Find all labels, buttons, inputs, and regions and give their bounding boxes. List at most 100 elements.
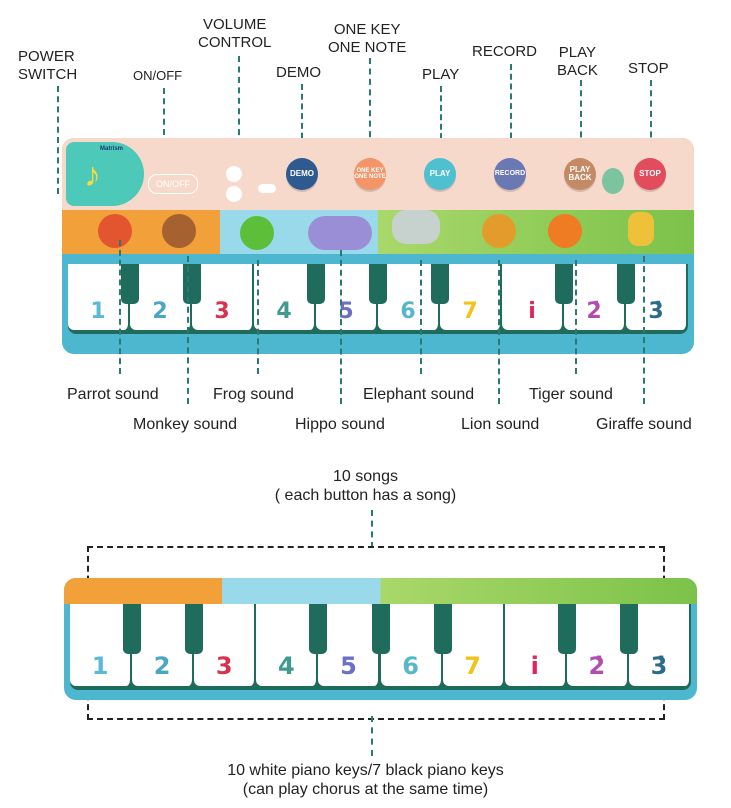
play-back-button[interactable]: PLAY BACK bbox=[564, 158, 596, 190]
music-note-icon: ♪ bbox=[84, 156, 101, 194]
songs-leader bbox=[371, 510, 373, 548]
stop-label: STOP bbox=[628, 60, 669, 77]
stop-leader bbox=[650, 80, 652, 158]
giraffe-icon bbox=[628, 212, 654, 246]
lion-leader bbox=[498, 260, 500, 404]
white-key[interactable]: 6 bbox=[380, 604, 443, 686]
hippo-sound-label: Hippo sound bbox=[295, 416, 385, 433]
white-key[interactable]: 3 bbox=[194, 604, 257, 686]
white-key[interactable]: 5 bbox=[318, 604, 381, 686]
on-off-button[interactable]: ON/OFF bbox=[148, 174, 198, 194]
hippo-leader bbox=[340, 250, 342, 404]
cloud-icon bbox=[258, 184, 276, 193]
control-panel: Matrism ♪ ON/OFF DEMO ONE KEY ONE NOTE P… bbox=[62, 138, 694, 210]
monkey-icon bbox=[162, 214, 196, 248]
tiger-icon bbox=[548, 214, 582, 248]
tiger-sound-label: Tiger sound bbox=[529, 386, 613, 403]
monkey-leader bbox=[187, 256, 189, 404]
key-note-label: 2̇ bbox=[586, 299, 602, 324]
white-key[interactable]: 3 bbox=[192, 264, 254, 330]
play-leader bbox=[440, 86, 442, 158]
demo-button[interactable]: DEMO bbox=[286, 158, 318, 190]
white-key[interactable]: 7 bbox=[440, 264, 502, 330]
giraffe-sound-label: Giraffe sound bbox=[596, 416, 692, 433]
elephant-icon bbox=[392, 210, 440, 244]
play-label: PLAY bbox=[422, 66, 460, 83]
frog-icon bbox=[240, 216, 274, 250]
lion-icon bbox=[482, 214, 516, 248]
white-key[interactable]: i bbox=[504, 604, 567, 686]
key-note-label: i bbox=[530, 652, 539, 680]
one-key-one-note-button[interactable]: ONE KEY ONE NOTE bbox=[354, 158, 386, 190]
white-key[interactable]: 4 bbox=[254, 264, 316, 330]
key-note-label: 3̇ bbox=[650, 652, 668, 680]
white-key[interactable]: 6 bbox=[378, 264, 440, 330]
volume-leader bbox=[238, 56, 240, 156]
white-key[interactable]: 2 bbox=[130, 264, 192, 330]
white-key[interactable]: 3̇ bbox=[626, 264, 688, 330]
white-key[interactable]: 5 bbox=[316, 264, 378, 330]
black-key[interactable] bbox=[555, 264, 573, 304]
one-key-leader bbox=[369, 58, 371, 158]
hippo-icon bbox=[308, 216, 372, 250]
key-note-label: 2̇ bbox=[588, 652, 606, 680]
play-button[interactable]: PLAY bbox=[424, 158, 456, 190]
keys-leader bbox=[371, 716, 373, 756]
black-key[interactable] bbox=[619, 604, 638, 654]
black-key[interactable] bbox=[431, 264, 449, 304]
key-note-label: 7 bbox=[462, 299, 478, 324]
giraffe-leader bbox=[643, 256, 645, 404]
key-note-label: 4 bbox=[277, 652, 295, 680]
key-note-label: 1 bbox=[91, 652, 109, 680]
frog-leader bbox=[257, 260, 259, 374]
animal-strip bbox=[64, 578, 697, 604]
key-note-label: 5 bbox=[338, 299, 354, 324]
black-key[interactable] bbox=[121, 264, 139, 304]
black-key[interactable] bbox=[307, 264, 325, 304]
black-key[interactable] bbox=[185, 604, 204, 654]
animal-scene bbox=[62, 210, 694, 254]
parrot-icon bbox=[98, 214, 132, 248]
white-key[interactable]: 4 bbox=[256, 604, 319, 686]
key-note-label: 6 bbox=[402, 652, 419, 680]
tiger-leader bbox=[575, 260, 577, 374]
volume-up-icon[interactable] bbox=[226, 166, 242, 182]
key-note-label: 3 bbox=[214, 299, 230, 324]
white-key[interactable]: 2̇ bbox=[566, 604, 629, 686]
songs-caption: 10 songs ( each button has a song) bbox=[274, 468, 457, 504]
key-note-label: 1 bbox=[90, 299, 106, 324]
key-note-label: 2 bbox=[153, 652, 171, 680]
black-key[interactable] bbox=[123, 604, 142, 654]
key-note-label: 2 bbox=[152, 299, 168, 324]
key-note-label: 7 bbox=[464, 652, 481, 680]
key-note-label: i bbox=[528, 299, 536, 324]
black-key[interactable] bbox=[183, 264, 201, 304]
volume-down-icon[interactable] bbox=[226, 186, 242, 202]
white-key[interactable]: 7 bbox=[442, 604, 505, 686]
record-button[interactable]: RECORD bbox=[494, 158, 526, 190]
piano-mat-full: Matrism ♪ ON/OFF DEMO ONE KEY ONE NOTE P… bbox=[62, 138, 694, 354]
stop-button[interactable]: STOP bbox=[634, 158, 666, 190]
black-key[interactable] bbox=[617, 264, 635, 304]
record-leader bbox=[510, 64, 512, 158]
parrot-leader bbox=[119, 240, 121, 374]
tree-icon bbox=[602, 168, 624, 194]
white-key[interactable]: 3̇ bbox=[628, 604, 691, 686]
black-key[interactable] bbox=[371, 604, 390, 654]
black-key[interactable] bbox=[433, 604, 452, 654]
record-label: RECORD bbox=[472, 43, 538, 60]
speaker-logo: Matrism ♪ bbox=[66, 142, 144, 206]
on-off-label: ON/OFF bbox=[133, 68, 183, 83]
demo-leader bbox=[301, 84, 303, 158]
key-note-label: 3̇ bbox=[648, 299, 664, 324]
black-key[interactable] bbox=[369, 264, 387, 304]
lion-sound-label: Lion sound bbox=[461, 416, 540, 433]
black-key[interactable] bbox=[557, 604, 576, 654]
keys-caption: 10 white piano keys/7 black piano keys (… bbox=[227, 762, 504, 798]
white-key[interactable]: i bbox=[502, 264, 564, 330]
demo-label: DEMO bbox=[276, 64, 321, 81]
black-key[interactable] bbox=[309, 604, 328, 654]
on-off-leader bbox=[163, 88, 165, 176]
